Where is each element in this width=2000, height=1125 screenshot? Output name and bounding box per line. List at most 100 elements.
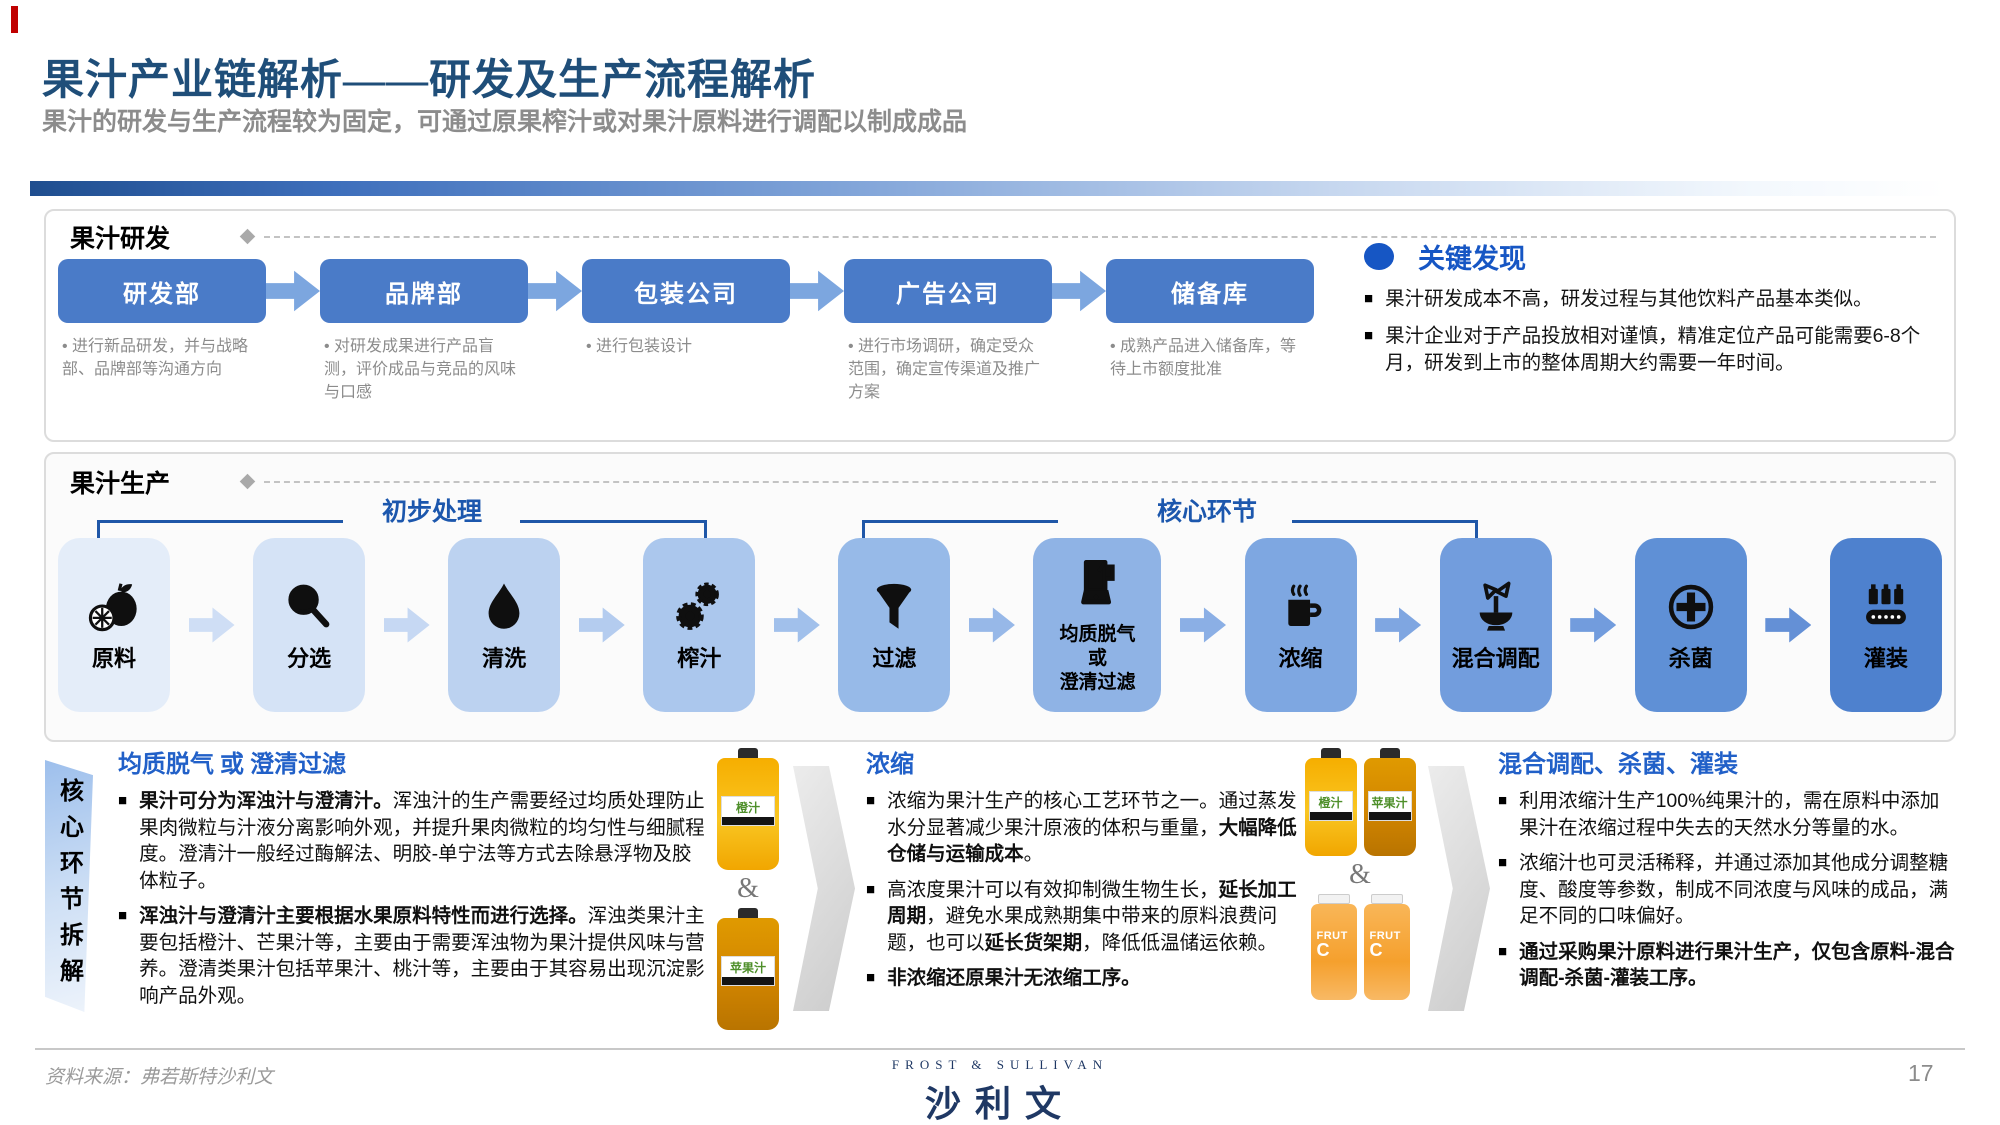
rd-dashed-line	[264, 236, 1936, 238]
bottle-group-1: 橙汁 & 苹果汁	[700, 748, 796, 1030]
footer-divider	[35, 1048, 1965, 1050]
mug-steam-icon	[1272, 578, 1330, 636]
rd-step-desc: • 进行包装设计	[586, 338, 693, 355]
production-step-label: 分选	[287, 645, 332, 671]
core-steps-banner: 核心环节拆解	[45, 760, 93, 1012]
production-step-box: 过滤	[838, 538, 951, 712]
breakdown-heading: 混合调配、杀菌、灌装	[1498, 752, 1738, 778]
bottle-brand-letter: C	[1369, 940, 1383, 960]
bracket-line	[97, 520, 343, 543]
page-subtitle: 果汁的研发与生产流程较为固定，可通过原果榨汁或对果汁原料进行调配以制成成品	[42, 109, 968, 136]
flow-arrow-icon	[383, 607, 430, 643]
key-findings: 关键发现 ■ 果汁研发成本不高，研发过程与其他饮料产品基本类似。 ■果汁企业对于产品…	[1364, 237, 1956, 377]
production-step-label: 过滤	[872, 645, 917, 671]
ampersand-text: &	[737, 873, 759, 904]
flow-arrow-icon	[773, 607, 820, 643]
breakdown-bullet: ■高浓度果汁可以有效抑制微生物生长，延长加工周期，避免水果成熟期集中带来的原料浪…	[866, 877, 1302, 957]
apple-juice-bottle-image: 苹果汁	[717, 908, 779, 1030]
breakdown-bullets: ■浓缩为果汁生产的核心工艺环节之一。通过蒸发水分显著减少果汁原液的体积与重量，大…	[866, 788, 1302, 992]
bottle-label: 苹果汁	[1371, 796, 1408, 811]
breakdown-heading: 均质脱气 或 澄清过滤	[118, 752, 346, 778]
rd-flow: 研发部品牌部包装公司广告公司储备库	[58, 259, 1338, 323]
fruit-icon	[85, 578, 143, 636]
orange-juice-bottle-image: 橙汁	[717, 748, 779, 870]
flow-arrow-icon	[1180, 607, 1227, 643]
rd-section-label: 果汁研发	[70, 225, 171, 253]
rd-step-desc: • 进行新品研发，并与战略部、品牌部等沟通方向	[62, 338, 249, 379]
page-number: 17	[1908, 1060, 1934, 1086]
mixing-bowl-icon	[1467, 578, 1525, 636]
chevron-right-icon	[793, 766, 855, 1011]
rd-step-box: 品牌部	[320, 259, 528, 323]
diamond-icon	[239, 473, 256, 490]
key-findings-header: 关键发现	[1364, 237, 1956, 276]
nfc-juice-bottle-image: FRUT C	[1310, 894, 1357, 1000]
production-step-box: 浓缩	[1244, 538, 1357, 712]
breakdown-bullet: ■浑浊汁与澄清汁主要根据水果原料特性而进行选择。浑浊类果汁主要包括橙汁、芒果汁等…	[118, 903, 706, 1009]
bottle-label: 橙汁	[735, 801, 760, 816]
breakdown-bullet-text: 利用浓缩汁生产100%纯果汁的，需在原料中添加果汁在浓缩过程中失去的天然水分等量…	[1519, 790, 1940, 839]
frost-sullivan-logo: FROST & SULLIVAN 沙利文	[0, 1057, 2000, 1125]
breakdown-bullet: ■非浓缩还原果汁无浓缩工序。	[866, 965, 1302, 992]
breakdown-bullets: ■ 利用浓缩汁生产100%纯果汁的，需在原料中添加果汁在浓缩过程中失去的天然水分等…	[1498, 788, 1956, 992]
flow-arrow-icon	[968, 607, 1015, 643]
flow-arrow-icon	[1765, 607, 1812, 643]
magnifier-icon	[280, 578, 338, 636]
logo-english-text: FROST & SULLIVAN	[891, 1057, 1109, 1072]
square-bullet-icon: ■	[1364, 326, 1374, 344]
flow-arrow-icon	[1570, 607, 1617, 643]
logo-chinese-text: 沙利文	[924, 1084, 1075, 1124]
bracket-line	[1292, 520, 1478, 543]
production-step-label: 榨汁	[677, 645, 722, 671]
flow-arrow-icon	[1052, 270, 1106, 312]
accent-red-bar	[11, 6, 18, 33]
bottle-brand-letter: C	[1316, 940, 1330, 960]
breakdown-bullet: ■浓缩为果汁生产的核心工艺环节之一。通过蒸发水分显著减少果汁原液的体积与重量，大…	[866, 788, 1302, 868]
bracket-line	[862, 520, 1058, 543]
rd-step-box: 储备库	[1106, 259, 1314, 323]
square-bullet-icon: ■	[1364, 290, 1374, 307]
production-step-box: 分选	[253, 538, 366, 712]
breakdown-bullet-text: 通过采购果汁原料进行果汁生产，仅包含原料-混合调配-杀菌-灌装工序。	[1519, 940, 1955, 990]
flow-arrow-icon	[266, 270, 320, 312]
bracket-line	[520, 520, 707, 543]
breakdown-heading: 浓缩	[866, 752, 914, 778]
bottle-cap	[738, 908, 758, 918]
production-step-box: 灌装	[1829, 538, 1942, 712]
bracket-label-preprocess: 初步处理	[381, 499, 482, 526]
flow-arrow-icon	[790, 270, 844, 312]
production-step-box: 清洗	[448, 538, 561, 712]
rd-panel: 果汁研发 研发部品牌部包装公司广告公司储备库 • 进行新品研发，并与战略部、品牌…	[44, 209, 1956, 442]
flow-arrow-icon	[188, 607, 235, 643]
square-bullet-icon: ■	[866, 880, 876, 898]
breakdown-bullet: ■果汁可分为浑浊汁与澄清汁。浑浊汁的生产需要经过均质处理防止果肉微粒与汁液分离影…	[118, 788, 706, 894]
breakdown-bullet: ■浓缩汁也可灵活稀释，并通过添加其他成分调整糖度、酸度等参数，制成不同浓度与风味…	[1498, 850, 1956, 930]
production-step-box: 原料	[58, 538, 170, 712]
orange-juice-bottle-image: 橙汁	[1304, 748, 1357, 856]
nfc-juice-bottle-image: FRUT C	[1363, 894, 1410, 1000]
bottle-label: 橙汁	[1318, 796, 1343, 811]
bottle-cap	[738, 748, 758, 758]
square-bullet-icon: ■	[1498, 792, 1508, 809]
breakdown-column-concentrate: 浓缩 ■浓缩为果汁生产的核心工艺环节之一。通过蒸发水分显著减少果汁原液的体积与重…	[866, 744, 1302, 992]
key-findings-list: ■ 果汁研发成本不高，研发过程与其他饮料产品基本类似。 ■果汁企业对于产品投放相对谨…	[1364, 286, 1956, 377]
breakdown-column-homogenize: 均质脱气 或 澄清过滤 ■果汁可分为浑浊汁与澄清汁。浑浊汁的生产需要经过均质处理…	[118, 744, 706, 1009]
production-step-label: 杀菌	[1668, 645, 1713, 671]
funnel-icon	[865, 578, 923, 636]
source-note: 资料来源：弗若斯特沙利文	[45, 1067, 274, 1088]
key-finding-item: ■果汁企业对于产品投放相对谨慎，精准定位产品可能需要6-8个月，研发到上市的整体…	[1364, 323, 1956, 377]
production-step-label: 浓缩	[1278, 645, 1323, 671]
production-dashed-line	[264, 481, 1936, 483]
bottle-label: 苹果汁	[729, 961, 766, 976]
apple-juice-bottle-image: 苹果汁	[1363, 748, 1416, 856]
gradient-divider-bar	[30, 181, 1946, 196]
key-finding-text: 果汁研发成本不高，研发过程与其他饮料产品基本类似。	[1385, 288, 1873, 310]
rd-step-box: 广告公司	[844, 259, 1052, 323]
blender-icon	[1068, 555, 1126, 613]
production-step-box: 榨汁	[643, 538, 756, 712]
key-finding-item: ■ 果汁研发成本不高，研发过程与其他饮料产品基本类似。	[1364, 286, 1956, 313]
production-step-label: 均质脱气 或 澄清过滤	[1059, 624, 1136, 693]
breakdown-bullets: ■果汁可分为浑浊汁与澄清汁。浑浊汁的生产需要经过均质处理防止果肉微粒与汁液分离影…	[118, 788, 706, 1009]
bottle-group-2: 橙汁 苹果汁 & FRUT	[1292, 748, 1428, 1000]
blue-dot-icon	[1364, 243, 1394, 270]
